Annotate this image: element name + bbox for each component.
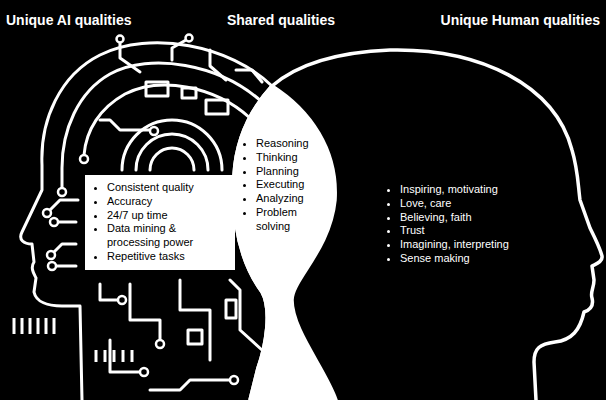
circuit-tick — [21, 318, 24, 334]
column-heading: Unique Human qualities — [441, 12, 600, 28]
quality-list: Inspiring, motivatingLove, careBelieving… — [386, 183, 586, 266]
trace-ends — [43, 35, 260, 385]
circuit-tick — [122, 350, 125, 362]
circuit-tick — [29, 318, 32, 334]
quality-item: Believing, faith — [400, 211, 586, 225]
quality-item: Thinking — [256, 151, 318, 165]
quality-item: Trust — [400, 224, 586, 238]
column-heading: Shared qualities — [227, 12, 335, 28]
human-head-shape — [234, 50, 602, 400]
quality-item: Repetitive tasks — [107, 250, 207, 264]
ai-qualities-box: Consistent qualityAccuracy24/7 up timeDa… — [85, 175, 235, 270]
quality-item: Data mining & processing power — [107, 222, 207, 250]
quality-item: Love, care — [400, 197, 586, 211]
shared-qualities-lens-shape — [234, 86, 336, 400]
quality-item: Reasoning — [256, 137, 318, 151]
circuit-tick — [113, 350, 116, 362]
human-head: Inspiring, motivatingLove, careBelieving… — [220, 45, 606, 400]
quality-item: Executing — [256, 178, 318, 192]
quality-item: Sense making — [400, 252, 586, 266]
circuit-tick — [45, 318, 48, 334]
column-heading: Unique AI qualities — [6, 12, 132, 28]
quality-item: Planning — [256, 165, 318, 179]
quality-list: ReasoningThinkingPlanningExecutingAnalyz… — [242, 137, 318, 233]
quality-item: Consistent quality — [107, 181, 207, 195]
circuit-ticks — [14, 318, 132, 362]
circuit-tick — [13, 318, 16, 334]
quality-item: Accuracy — [107, 195, 207, 209]
quality-item: 24/7 up time — [107, 209, 207, 223]
quality-list: Consistent qualityAccuracy24/7 up timeDa… — [93, 181, 207, 264]
quality-item: Imagining, interpreting — [400, 238, 586, 252]
quality-item: Problem solving — [256, 206, 318, 234]
circuit-tick — [53, 318, 56, 334]
circuit-tick — [95, 350, 98, 362]
quality-item: Inspiring, motivating — [400, 183, 586, 197]
quality-item: Analyzing — [256, 192, 318, 206]
circuit-tick — [131, 350, 134, 362]
circuit-tick — [37, 318, 40, 334]
circuit-tick — [104, 350, 107, 362]
